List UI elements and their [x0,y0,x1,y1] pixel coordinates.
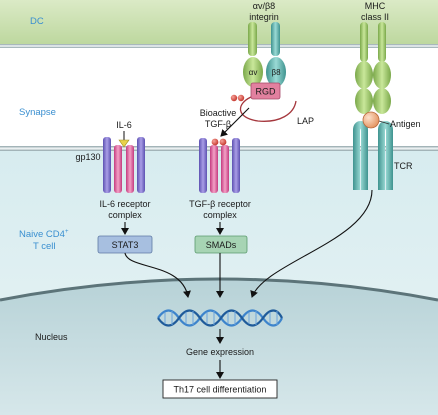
smads-box [194,235,248,254]
stat3-to-dna-arrow [124,252,191,298]
bioactive-label-1: Bioactive [200,108,237,118]
t-cell-label: T cell [33,241,56,252]
lap-loop [239,96,297,122]
antigen-label: Antigen [390,119,421,129]
integrin-beta-label: β8 [271,68,281,77]
smads-label: SMADs [206,240,237,250]
outcome-label: Th17 cell differentiation [174,385,267,395]
il6-label: IL-6 [116,120,132,130]
il6-complex-label-2: complex [108,210,142,220]
gene-expression-label: Gene expression [186,347,254,357]
activation-arrow [220,107,250,137]
dc-label: DC [30,16,44,27]
latent-tgfb-right [237,94,245,102]
dna-helix-icon [157,309,283,327]
mhc-title-2: class II [361,12,389,22]
tcr [353,121,393,190]
bioactive-tgfb-left [211,138,219,146]
il6-receptor-complex [103,137,145,193]
integrin-b8-subunit [266,22,286,87]
gp130-label: gp130 [75,152,100,162]
latent-tgfb-left [230,94,238,102]
integrin-av-subunit [243,22,263,87]
mhc-class-ii [355,22,391,114]
integrin-alpha-label: αv [249,68,258,77]
nuclear-envelope [0,277,438,302]
tgfb-complex-label-2: complex [203,210,237,220]
tgfb-receptor-complex [199,138,240,193]
il6-complex-label-1: IL-6 receptor [99,199,150,209]
tcr-to-dna-arrow [250,189,373,298]
nucleus-label: Nucleus [35,332,68,342]
naive-t-cell-label: Naive CD4+ [19,229,69,240]
mhc-title-1: MHC [365,1,386,11]
dc-membrane [0,44,438,48]
stat3-label: STAT3 [112,240,139,250]
integrin-title-2: integrin [249,12,279,22]
bioactive-tgfb-right [219,138,227,146]
tcr-label: TCR [394,161,413,171]
tgfb-complex-label-1: TGF-β receptor [189,199,251,209]
outcome-box [162,379,278,399]
lap-label: LAP [297,116,314,126]
rgd-label: RGD [256,87,277,97]
bioactive-label-2: TGF-β [205,119,231,129]
tcell-membrane [0,146,438,151]
integrin-title-1: αv/β8 [253,1,275,11]
rgd-box [250,82,281,100]
antigen-icon [362,111,380,129]
synapse-label: Synapse [19,107,56,118]
nucleus-region [0,279,438,415]
antigen-leader [378,120,390,125]
